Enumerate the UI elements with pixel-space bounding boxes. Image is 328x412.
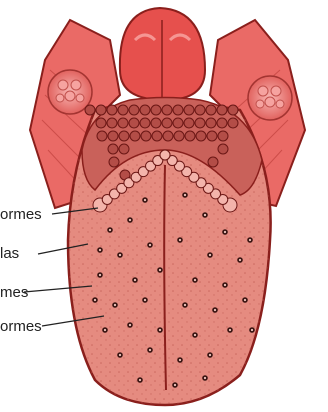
fungiform-dot-center	[129, 324, 131, 326]
lingual-bump	[196, 131, 206, 141]
fungiform-dot-center	[144, 199, 146, 201]
fungiform-dot-center	[119, 354, 121, 356]
lingual-bump	[130, 131, 140, 141]
fungiform-dot-center	[209, 354, 211, 356]
fungiform-dot-center	[159, 329, 161, 331]
fungiform-dot-center	[184, 194, 186, 196]
fungiform-dot-center	[134, 279, 136, 281]
fungiform-dot-center	[149, 244, 151, 246]
lingual-bump	[96, 105, 106, 115]
lingual-bump	[129, 105, 139, 115]
fungiform-dot-center	[224, 231, 226, 233]
fungiform-dot-center	[194, 279, 196, 281]
lingual-bump	[108, 131, 118, 141]
lingual-bump	[207, 131, 217, 141]
lingual-bump	[195, 118, 205, 128]
lingual-bump	[184, 105, 194, 115]
lingual-bump	[206, 105, 216, 115]
lingual-bump	[119, 131, 129, 141]
fungiform-dot-center	[144, 299, 146, 301]
lingual-bump	[140, 118, 150, 128]
lingual-bump	[162, 118, 172, 128]
fungiform-dot-center	[204, 377, 206, 379]
label-valladas: ormes	[0, 206, 42, 223]
lingual-bump	[109, 157, 119, 167]
lingual-bump	[129, 118, 139, 128]
lingual-bump	[184, 118, 194, 128]
lingual-bump	[218, 131, 228, 141]
label-fungiformes: ormes	[0, 318, 42, 335]
fungiform-dot-center	[104, 329, 106, 331]
lingual-bump	[173, 105, 183, 115]
fungiform-dot-center	[99, 249, 101, 251]
fungiform-dot-center	[129, 219, 131, 221]
lingual-bump	[96, 118, 106, 128]
right-palatine-tonsil	[248, 76, 292, 120]
lingual-bump	[162, 105, 172, 115]
lingual-bump	[107, 118, 117, 128]
lingual-bump	[107, 105, 117, 115]
fungiform-dot-center	[209, 254, 211, 256]
lingual-bump	[195, 105, 205, 115]
fungiform-dot-center	[159, 269, 161, 271]
label-foliadas: las	[0, 245, 19, 262]
lingual-bump	[97, 131, 107, 141]
lingual-bump	[141, 131, 151, 141]
fungiform-dot-center	[99, 274, 101, 276]
lingual-bump	[206, 118, 216, 128]
lingual-bump	[173, 118, 183, 128]
fungiform-dot-center	[251, 329, 253, 331]
fungiform-dot-center	[179, 359, 181, 361]
lingual-bump	[118, 118, 128, 128]
fungiform-dot-center	[174, 384, 176, 386]
lingual-bump	[217, 118, 227, 128]
lingual-bump	[217, 105, 227, 115]
lingual-bump	[208, 157, 218, 167]
fungiform-dot-center	[184, 304, 186, 306]
fungiform-dot-center	[109, 229, 111, 231]
lingual-bump	[85, 105, 95, 115]
fungiform-dot-center	[214, 309, 216, 311]
lingual-bump	[228, 105, 238, 115]
fungiform-dot-center	[119, 254, 121, 256]
fungiform-dot-center	[114, 304, 116, 306]
lingual-bump	[218, 144, 228, 154]
fungiform-dot-center	[139, 379, 141, 381]
lingual-bump	[119, 144, 129, 154]
fungiform-dot-center	[249, 239, 251, 241]
lingual-bump	[174, 131, 184, 141]
fungiform-dot-center	[204, 214, 206, 216]
lingual-bump	[140, 105, 150, 115]
fungiform-dot-center	[149, 349, 151, 351]
fungiform-dot-center	[239, 259, 241, 261]
lingual-bump	[228, 118, 238, 128]
lingual-bump	[108, 144, 118, 154]
lingual-bump	[185, 131, 195, 141]
fungiform-dot-center	[94, 299, 96, 301]
lingual-bump	[152, 131, 162, 141]
fungiform-dot-center	[224, 284, 226, 286]
fungiform-dot-center	[229, 329, 231, 331]
fungiform-dot-center	[194, 334, 196, 336]
lingual-bump	[151, 118, 161, 128]
fungiform-dot-center	[244, 299, 246, 301]
lingual-bump	[118, 105, 128, 115]
lingual-bump	[151, 105, 161, 115]
lingual-bump	[163, 131, 173, 141]
fungiform-dot-center	[179, 239, 181, 241]
label-filiformes: mes	[0, 284, 28, 301]
vallate-papilla	[160, 150, 170, 160]
